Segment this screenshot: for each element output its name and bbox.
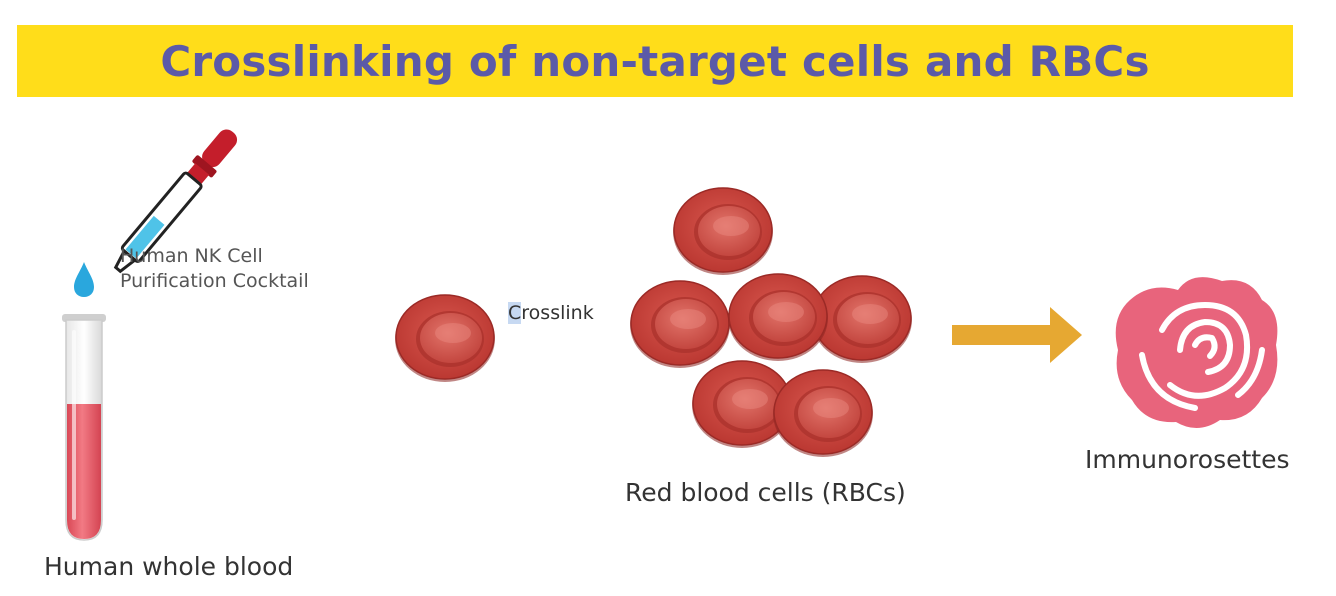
cocktail-label: Human NK Cell Purification Cocktail bbox=[120, 244, 309, 294]
crosslink-label-rest: rosslink bbox=[521, 302, 594, 324]
red-blood-cell-cluster bbox=[629, 187, 913, 458]
crosslink-label: Crosslink bbox=[508, 302, 594, 324]
arrow-right-icon bbox=[952, 307, 1082, 363]
crosslink-label-highlight: C bbox=[508, 302, 522, 324]
red-blood-cell-single bbox=[394, 294, 496, 383]
rbc-label: Red blood cells (RBCs) bbox=[625, 478, 906, 507]
whole-blood-label: Human whole blood bbox=[44, 552, 294, 581]
page-title: Crosslinking of non-target cells and RBC… bbox=[160, 36, 1150, 86]
dropper-icon bbox=[113, 129, 238, 274]
immunorosettes-label: Immunorosettes bbox=[1085, 445, 1290, 474]
droplet-icon bbox=[74, 262, 94, 297]
cocktail-label-line1: Human NK Cell bbox=[120, 245, 263, 267]
rose-icon bbox=[1115, 277, 1278, 429]
title-banner: Crosslinking of non-target cells and RBC… bbox=[17, 25, 1293, 97]
cocktail-label-line2: Purification Cocktail bbox=[120, 270, 309, 292]
test-tube-icon bbox=[62, 314, 106, 541]
